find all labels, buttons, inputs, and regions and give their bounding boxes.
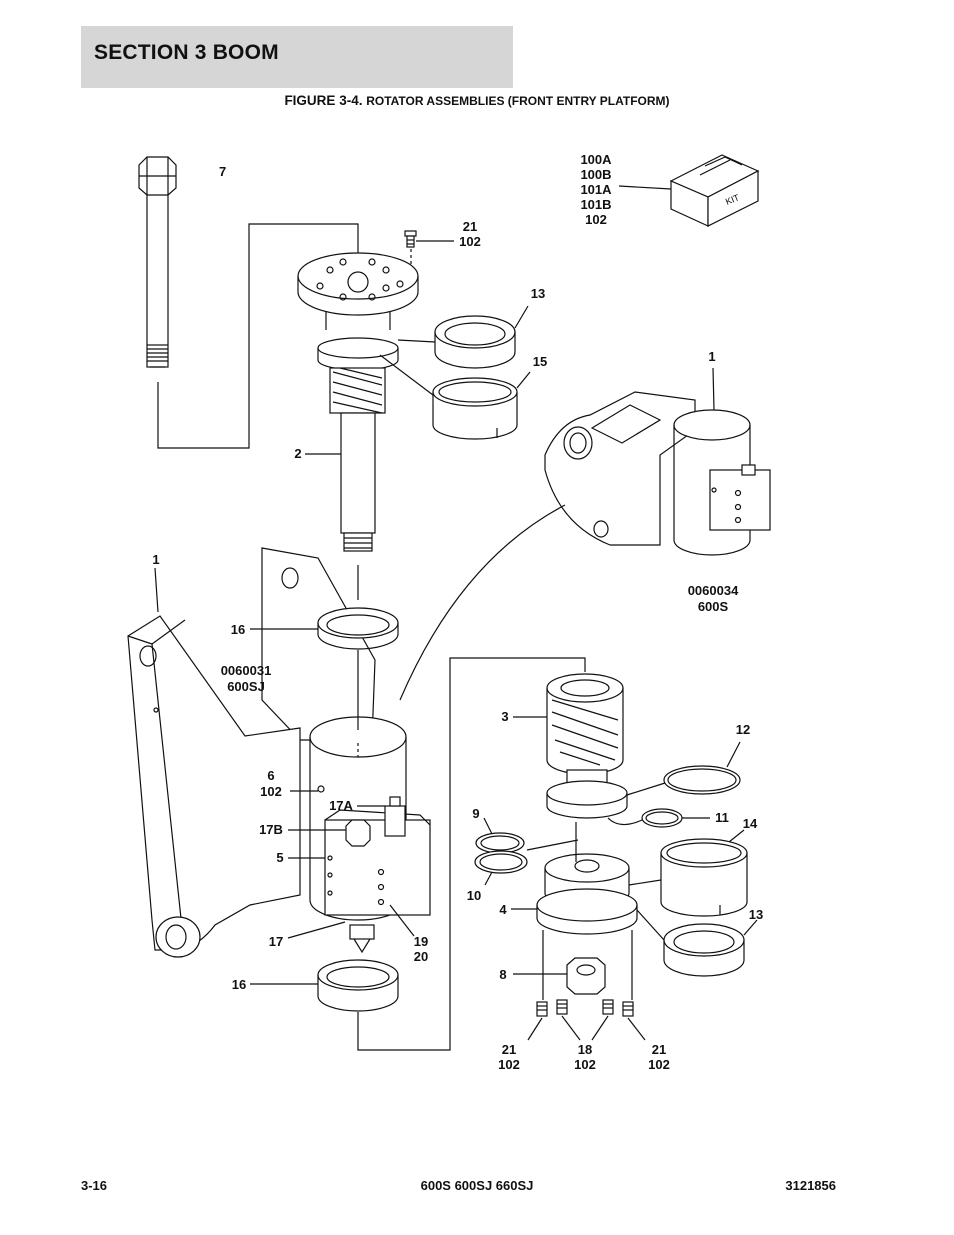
ring-12 xyxy=(663,765,741,795)
callout-101a: 101A xyxy=(580,182,612,197)
screw-21-top xyxy=(404,230,417,248)
bearing-15 xyxy=(432,377,518,440)
callout-5: 5 xyxy=(276,850,283,865)
callout-8: 8 xyxy=(499,967,506,982)
ring-9 xyxy=(475,832,525,854)
callout-13-lower: 13 xyxy=(749,907,763,922)
bushing-13-lower xyxy=(663,923,745,977)
callout-17a: 17A xyxy=(329,798,353,813)
seal-16-lower xyxy=(317,959,399,1012)
callout-7: 7 xyxy=(219,164,226,179)
bushing-13-top xyxy=(434,315,516,369)
callout-11: 11 xyxy=(715,810,729,825)
callout-2: 2 xyxy=(294,446,301,461)
set-screw-18-right xyxy=(602,999,614,1015)
callout-18: 18 xyxy=(578,1042,592,1057)
callout-16-upper: 16 xyxy=(231,622,245,637)
kit-box xyxy=(669,154,760,227)
part-number-0060034: 0060034 xyxy=(688,583,739,598)
callout-100b: 100B xyxy=(580,167,611,182)
callout-4: 4 xyxy=(499,902,507,917)
part-number-0060031: 0060031 xyxy=(221,663,272,678)
callout-100a: 100A xyxy=(580,152,612,167)
callout-17b: 17B xyxy=(259,822,283,837)
callout-3: 3 xyxy=(501,709,508,724)
callout-10: 10 xyxy=(467,888,481,903)
callout-13-top: 13 xyxy=(531,286,545,301)
model-list: 600S 600SJ 660SJ xyxy=(420,1178,534,1193)
callout-1-right: 1 xyxy=(708,349,715,364)
callout-9: 9 xyxy=(472,806,479,821)
callout-102-top: 102 xyxy=(459,234,481,249)
page-number: 3-16 xyxy=(81,1178,108,1193)
callout-1-left: 1 xyxy=(152,552,159,567)
callout-12: 12 xyxy=(736,722,750,737)
valve-19-20 xyxy=(349,924,375,954)
bearing-cup-part-4 xyxy=(536,822,638,935)
section-title: SECTION 3 BOOM xyxy=(94,41,279,64)
callout-21-left: 21 xyxy=(502,1042,516,1057)
model-600sj: 600SJ xyxy=(227,679,265,694)
callout-21-right-102: 102 xyxy=(648,1057,670,1072)
callout-15: 15 xyxy=(533,354,547,369)
bearing-14 xyxy=(660,838,748,917)
rotator-shaft-part-2 xyxy=(297,252,419,552)
figure-title: FIGURE 3-4. ROTATOR ASSEMBLIES (FRONT EN… xyxy=(0,93,954,108)
nut-part-8 xyxy=(566,957,606,995)
ring-10 xyxy=(474,850,528,874)
callout-6-102: 102 xyxy=(260,784,282,799)
housing-600s xyxy=(544,391,771,556)
document-number: 3121856 xyxy=(785,1178,836,1193)
figure-number: FIGURE 3-4. xyxy=(284,93,363,108)
callout-101b: 101B xyxy=(580,197,611,212)
gear-part-3 xyxy=(546,673,628,819)
valve-17a xyxy=(384,796,406,837)
housing-600sj xyxy=(127,547,431,958)
set-screw-18-left xyxy=(556,999,568,1015)
figure-caption: ROTATOR ASSEMBLIES (FRONT ENTRY PLATFORM… xyxy=(366,94,670,108)
set-screw-21-right xyxy=(622,1001,634,1017)
callout-21-right: 21 xyxy=(652,1042,666,1057)
callout-14: 14 xyxy=(743,816,758,831)
callout-21-top: 21 xyxy=(463,219,477,234)
section-header-band: SECTION 3 BOOM xyxy=(81,26,513,88)
callout-16-lower: 16 xyxy=(232,977,246,992)
plug-17b xyxy=(345,819,371,847)
model-600s: 600S xyxy=(698,599,729,614)
callout-21-left-102: 102 xyxy=(498,1057,520,1072)
bolt-part-7 xyxy=(138,156,177,368)
callout-19: 19 xyxy=(414,934,428,949)
callout-20: 20 xyxy=(414,949,428,964)
set-screw-21-left xyxy=(536,1001,548,1017)
callout-18-102: 102 xyxy=(574,1057,596,1072)
ring-11 xyxy=(641,808,683,828)
callout-102-kit: 102 xyxy=(585,212,607,227)
seal-16-upper xyxy=(317,607,399,650)
callout-6: 6 xyxy=(267,768,274,783)
callout-17: 17 xyxy=(269,934,283,949)
